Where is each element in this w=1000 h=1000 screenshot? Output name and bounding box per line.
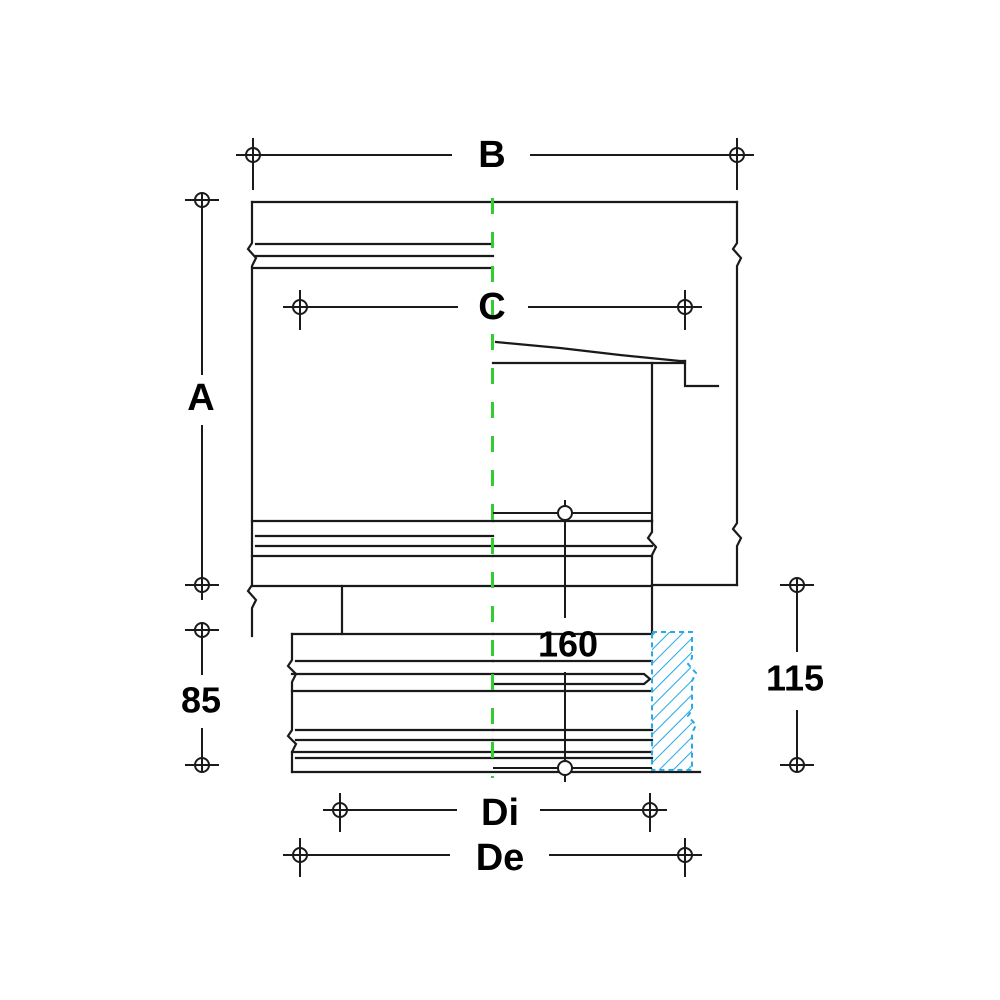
component-body-geometry: [246, 200, 743, 774]
spigot-left-profile: [286, 632, 298, 774]
upper-barrel-left-profile: [246, 200, 258, 638]
dim-160-marker-top: [493, 505, 652, 521]
dimension-label-A: A: [187, 377, 214, 419]
dim-C-marker-left: [283, 290, 317, 330]
dimension-label-De: De: [476, 837, 525, 879]
gasket-hatch-fill: [652, 632, 696, 770]
dim-Di-marker-right: [633, 793, 667, 832]
dim-B-marker-left: [236, 138, 270, 190]
dimension-115: [780, 577, 814, 773]
dimension-label-85: 85: [181, 680, 221, 721]
body-right-profile: [731, 200, 743, 587]
gasket-hatch-outline: [651, 631, 698, 771]
dimension-85: [185, 584, 219, 773]
dimension-label-160: 160: [538, 624, 598, 665]
dim-Di-marker-left: [323, 793, 357, 832]
spigot-bead2-right: [491, 672, 652, 686]
dimension-label-B: B: [478, 134, 505, 176]
dim-85-marker-top: [185, 622, 219, 638]
hatched-section-gasket: [651, 631, 698, 771]
dim-85-upper-extension: [185, 584, 219, 600]
dimension-B: [236, 138, 754, 190]
dimension-Di: [323, 793, 667, 832]
dimension-label-115: 115: [766, 658, 824, 699]
dim-C-marker-right: [668, 290, 702, 330]
dimension-C: [283, 290, 702, 330]
inner-sleeve-shoulder: [646, 519, 658, 587]
dim-115-marker-top: [780, 577, 814, 593]
dimension-160: [493, 500, 652, 782]
dim-115-marker-bottom: [780, 757, 814, 773]
dimension-label-Di: Di: [481, 792, 519, 834]
dim-De-marker-right: [668, 838, 702, 877]
dimension-De: [283, 838, 702, 877]
dim-De-marker-left: [283, 838, 317, 877]
dim-A-marker-top: [185, 192, 219, 208]
dim-160-marker-bottom: [493, 760, 652, 776]
dim-85-marker-bottom: [185, 757, 219, 773]
dimension-label-C: C: [478, 286, 505, 328]
tapered-baffle-step: [683, 359, 720, 388]
tapered-baffle-slope: [494, 340, 687, 363]
dim-B-marker-right: [720, 138, 754, 190]
